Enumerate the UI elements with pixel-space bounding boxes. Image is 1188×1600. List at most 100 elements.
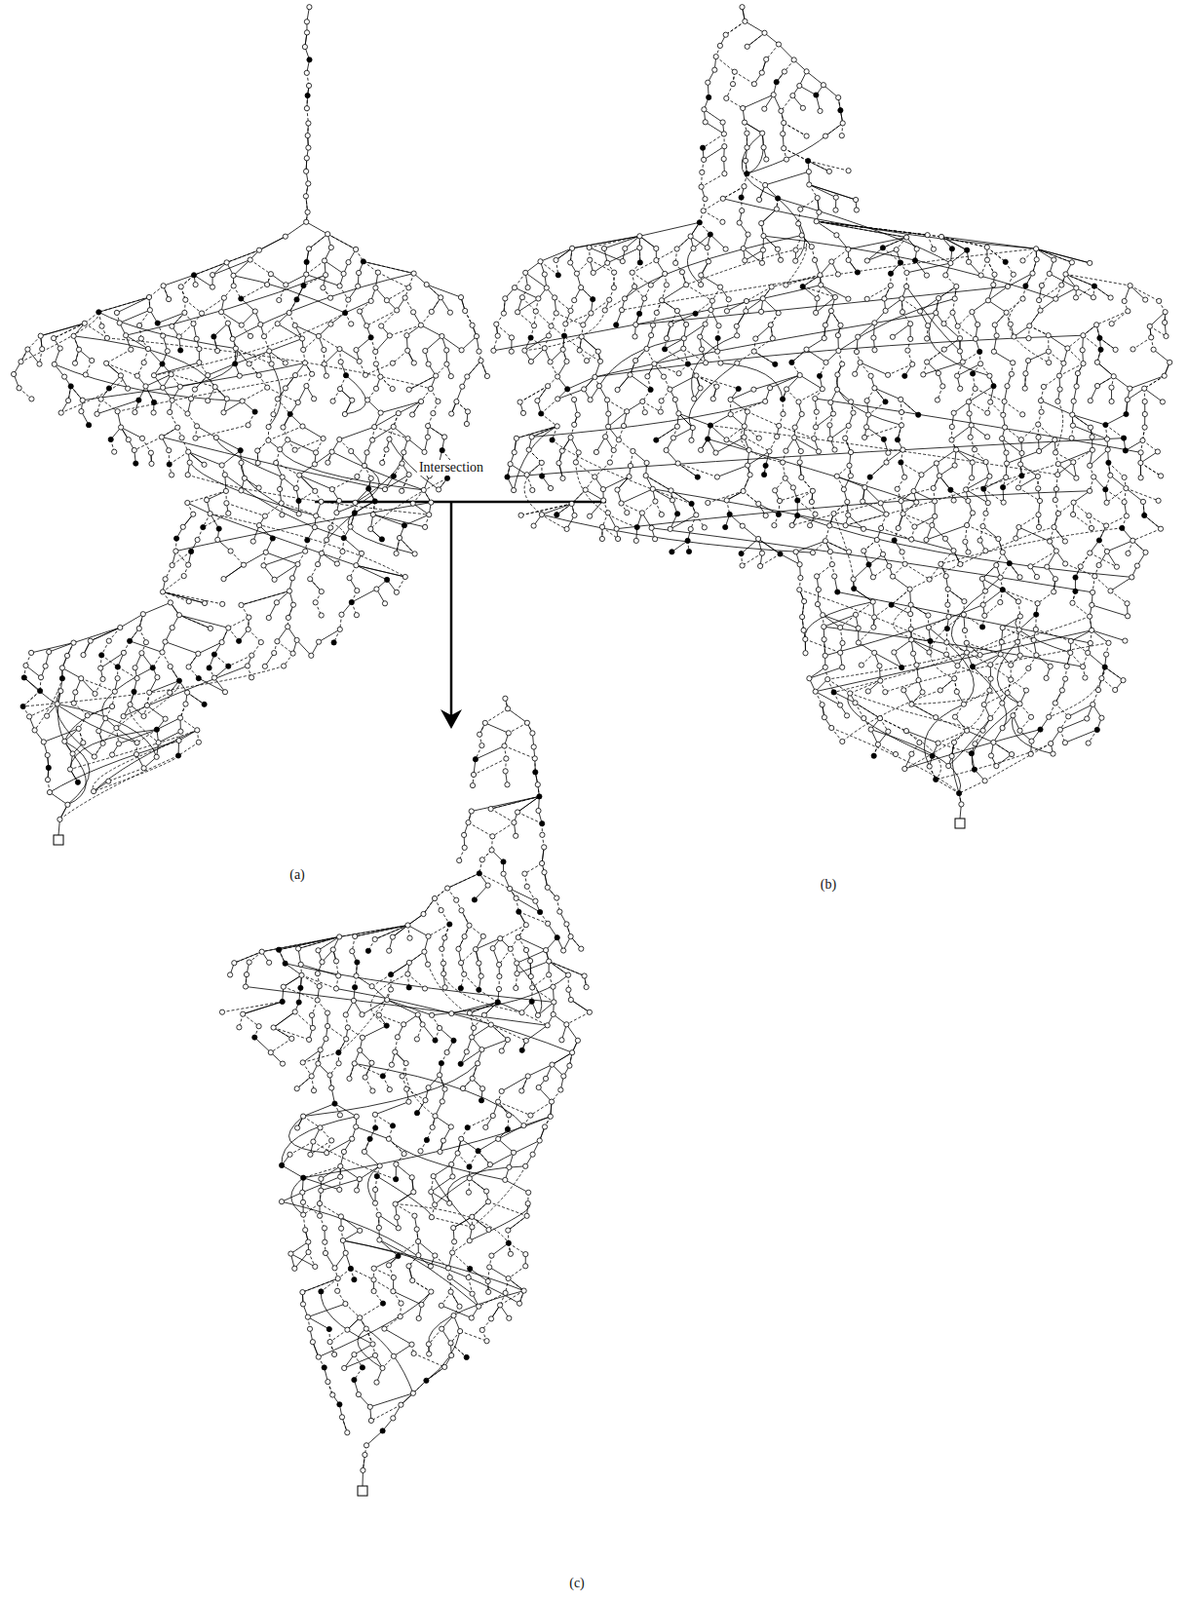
graph-edge xyxy=(755,324,771,339)
graph-edge xyxy=(424,336,442,351)
graph-vertex xyxy=(309,371,315,377)
graph-vertex xyxy=(232,345,238,351)
graph-vertex xyxy=(162,576,168,582)
graph-vertex xyxy=(20,703,26,709)
graph-edge xyxy=(962,351,980,363)
graph-arc xyxy=(175,502,431,552)
graph-vertex xyxy=(71,640,77,646)
graph-edge xyxy=(299,475,315,492)
graph-vertex xyxy=(368,475,374,481)
graph-edge xyxy=(378,272,410,289)
graph-vertex xyxy=(166,297,172,303)
graph-vertex xyxy=(177,715,183,721)
graph-vertex xyxy=(166,461,172,467)
graph-vertex xyxy=(137,322,143,328)
graph-vertex xyxy=(226,625,231,631)
graph-vertex xyxy=(103,716,109,722)
graph-vertex xyxy=(318,613,324,618)
graph-vertex xyxy=(404,333,410,339)
graph-vertex xyxy=(153,754,159,760)
graph-vertex xyxy=(64,652,70,658)
graph-arc xyxy=(21,311,100,362)
graph-vertex xyxy=(354,473,360,479)
graph-edge xyxy=(224,401,243,414)
graph-vertex xyxy=(206,665,212,671)
graph-vertex xyxy=(191,511,196,517)
graph-vertex xyxy=(304,219,309,225)
graph-edge xyxy=(867,247,883,261)
graph-vertex xyxy=(320,285,326,291)
graph-vertex xyxy=(18,359,24,365)
graph-vertex xyxy=(419,398,424,404)
graph-vertex xyxy=(178,284,184,290)
graph-vertex xyxy=(226,510,231,516)
graph-vertex xyxy=(75,779,80,785)
graph-vertex xyxy=(395,411,401,417)
graph-vertex xyxy=(425,423,431,429)
graph-vertex xyxy=(176,613,182,618)
graph-vertex xyxy=(169,323,175,329)
graph-edge xyxy=(1029,325,1048,336)
graph-vertex xyxy=(94,411,100,417)
graph-vertex xyxy=(120,714,126,720)
graph-vertex xyxy=(188,396,193,402)
graph-edge xyxy=(195,424,249,438)
graph-vertex xyxy=(484,373,490,379)
graph-vertex xyxy=(346,575,352,581)
graph-vertex xyxy=(252,308,258,314)
graph-vertex xyxy=(238,459,244,465)
graph-edge xyxy=(517,311,535,326)
graph-edge xyxy=(746,173,766,186)
graph-vertex xyxy=(114,726,119,731)
graph-vertex xyxy=(80,740,86,746)
graph-edge xyxy=(778,44,795,61)
graph-vertex xyxy=(169,625,175,631)
graph-vertex xyxy=(87,638,93,644)
graph-vertex xyxy=(110,752,115,758)
graph-vertex xyxy=(201,701,207,707)
graph-vertex xyxy=(134,740,140,746)
graph-vertex xyxy=(411,309,417,315)
graph-vertex xyxy=(315,562,321,568)
graph-vertex xyxy=(266,437,271,443)
graph-vertex xyxy=(139,651,145,656)
graph-vertex xyxy=(219,640,225,646)
graph-vertex xyxy=(307,576,313,582)
graph-vertex xyxy=(338,359,344,365)
graph-arc xyxy=(210,513,357,566)
graph-arc xyxy=(67,754,86,805)
graph-vertex xyxy=(73,689,78,695)
graph-vertex xyxy=(405,347,411,353)
graph-edge xyxy=(589,235,641,248)
graph-vertex xyxy=(154,320,160,326)
graph-vertex xyxy=(246,614,252,620)
graph-vertex xyxy=(78,676,84,682)
graph-vertex xyxy=(201,600,207,606)
graph-edge xyxy=(556,312,584,325)
graph-vertex xyxy=(192,435,198,441)
graph-vertex xyxy=(21,675,27,681)
graph-vertex xyxy=(306,181,311,187)
graph-vertex xyxy=(114,309,119,315)
graph-vertex xyxy=(183,297,189,303)
graph-vertex xyxy=(294,637,300,643)
graph-vertex xyxy=(281,663,287,669)
graph-edge xyxy=(165,642,199,654)
graph-vertex xyxy=(57,345,63,351)
graph-edge xyxy=(157,312,186,324)
graph-vertex xyxy=(348,600,354,606)
graph-edge xyxy=(761,209,777,225)
graph-vertex xyxy=(238,602,244,608)
graph-vertex xyxy=(186,664,192,670)
graph-vertex xyxy=(304,30,309,36)
graph-vertex xyxy=(351,510,357,516)
graph-vertex xyxy=(127,638,133,644)
graph-edge xyxy=(701,173,726,188)
graph-vertex xyxy=(378,410,384,416)
graph-vertex xyxy=(149,460,154,466)
graph-vertex xyxy=(186,562,192,568)
graph-edge xyxy=(373,514,425,528)
graph-edge xyxy=(806,338,825,350)
graph-vertex xyxy=(459,347,464,353)
graph-vertex xyxy=(71,700,77,706)
